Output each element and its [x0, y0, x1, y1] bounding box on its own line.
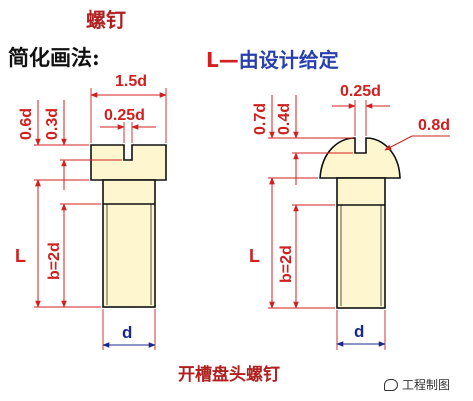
- length-note-symbol: L: [206, 48, 219, 72]
- length-note: L—由设计给定: [206, 44, 339, 73]
- figure-caption: 开槽盘头螺钉: [178, 365, 280, 385]
- length-note-text: 由设计给定: [238, 48, 339, 72]
- right-length-label: L: [249, 246, 260, 266]
- method-label: 简化画法:: [8, 45, 100, 70]
- left-head-height-label: 0.6d: [18, 108, 35, 140]
- right-slot-width-label: 0.25d: [340, 83, 381, 100]
- left-thread-length-label: b=2d: [46, 242, 63, 280]
- watermark: 工程制图: [384, 376, 450, 393]
- left-diameter-label: d: [122, 323, 132, 342]
- right-head-radius-label: 0.8d: [418, 117, 450, 134]
- right-diameter-label: d: [354, 322, 364, 341]
- right-slot-depth-label: 0.4d: [276, 103, 293, 135]
- left-head-width-label: 1.5d: [115, 73, 147, 90]
- left-slot-width-label: 0.25d: [104, 107, 145, 124]
- left-length-label: L: [15, 246, 26, 266]
- right-screw-shank: [336, 177, 386, 309]
- left-screw-head: [90, 144, 167, 181]
- left-slot-depth-label: 0.3d: [44, 108, 61, 140]
- left-screw: 1.5d 0.25d 0.6d 0.3d L b=2d d: [15, 73, 167, 350]
- diagram-title: 螺钉: [86, 8, 126, 32]
- length-note-dash: —: [218, 48, 239, 72]
- right-head-height-label: 0.7d: [252, 103, 269, 135]
- right-thread-length-label: b=2d: [278, 245, 295, 283]
- right-screw: 0.25d 0.8d 0.7d 0.4d L b=2d d: [249, 83, 450, 350]
- watermark-text: 工程制图: [402, 378, 451, 392]
- right-screw-head: [319, 137, 401, 179]
- chat-bubble-icon: [384, 378, 398, 391]
- left-screw-shank: [102, 179, 156, 308]
